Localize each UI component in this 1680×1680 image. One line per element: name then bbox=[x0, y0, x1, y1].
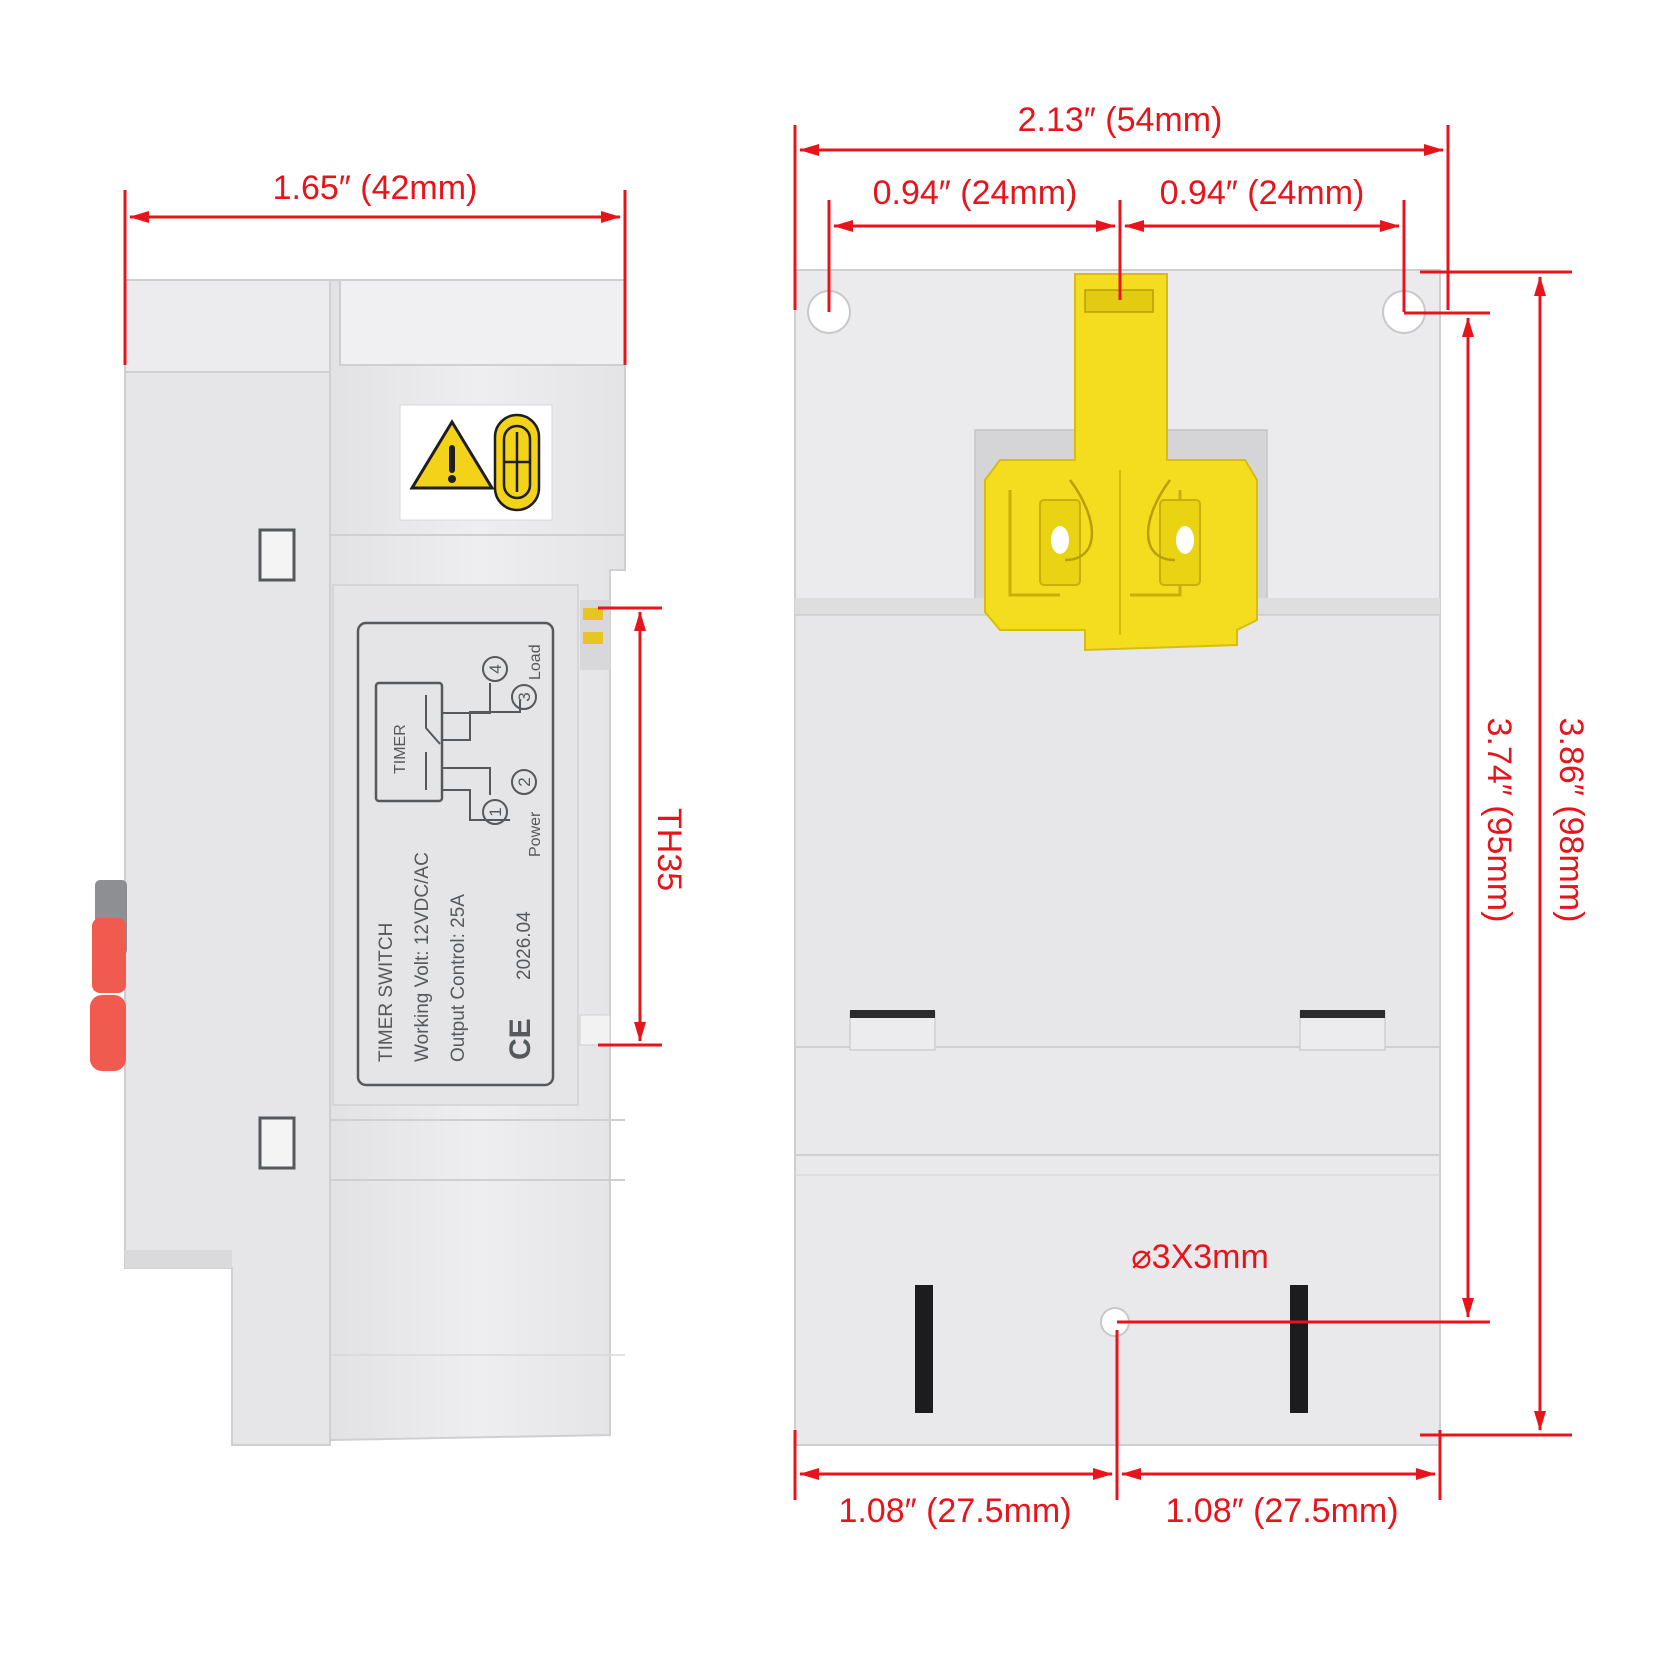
total-width-label: 2.13″ (54mm) bbox=[1018, 101, 1223, 139]
side-buttons[interactable] bbox=[90, 880, 127, 1071]
total-width-dimension: 2.13″ (54mm) bbox=[793, 101, 1450, 310]
svg-text:3: 3 bbox=[515, 692, 534, 701]
hole-size-label: ⌀3X3mm bbox=[1131, 1238, 1269, 1276]
slot-left bbox=[915, 1285, 933, 1413]
bottom-left-spacing-label: 1.08″ (27.5mm) bbox=[838, 1492, 1071, 1530]
fuse-icon bbox=[493, 413, 541, 512]
timer-text: TIMER bbox=[392, 724, 409, 774]
svg-text:2: 2 bbox=[515, 777, 534, 786]
label-date: 2026.04 bbox=[514, 911, 535, 980]
label-output-control: Output Control: 25A bbox=[448, 894, 469, 1062]
terminal-2: 2 bbox=[511, 769, 537, 795]
bottom-right-spacing-label: 1.08″ (27.5mm) bbox=[1165, 1492, 1398, 1530]
device-label: TIMER SWITCH Working Volt: 12VDC/AC Outp… bbox=[356, 621, 555, 1087]
timer-box bbox=[374, 681, 444, 803]
ce-mark: CE bbox=[504, 1018, 537, 1060]
rail-dimension: TH35 bbox=[598, 606, 688, 1047]
terminal-1: 1 bbox=[482, 799, 508, 825]
back-view bbox=[794, 269, 1441, 1446]
total-height-label: 3.86″ (98mm) bbox=[1552, 718, 1590, 923]
rail-label: TH35 bbox=[650, 808, 688, 891]
power-text: Power bbox=[527, 811, 544, 857]
top-spacing-dimensions: 0.94″ (24mm) 0.94″ (24mm) bbox=[827, 174, 1406, 312]
total-height-dimension: 3.86″ (98mm) bbox=[1420, 270, 1590, 1437]
label-working-volt: Working Volt: 12VDC/AC bbox=[412, 852, 433, 1062]
hole-height-dimension: 3.74″ (95mm) bbox=[1117, 311, 1518, 1324]
terminal-4: 4 bbox=[482, 656, 508, 682]
warning-sticker bbox=[399, 404, 553, 521]
side-view: TIMER SWITCH Working Volt: 12VDC/AC Outp… bbox=[90, 279, 626, 1446]
label-title: TIMER SWITCH bbox=[376, 923, 397, 1062]
svg-text:4: 4 bbox=[486, 664, 505, 673]
svg-text:1: 1 bbox=[486, 807, 505, 816]
hole-height-label: 3.74″ (95mm) bbox=[1480, 718, 1518, 923]
bottom-spacing-dimensions: 1.08″ (27.5mm) 1.08″ (27.5mm) bbox=[793, 1330, 1442, 1530]
side-width-label: 1.65″ (42mm) bbox=[273, 169, 478, 207]
top-left-spacing-label: 0.94″ (24mm) bbox=[873, 174, 1078, 212]
side-width-dimension: 1.65″ (42mm) bbox=[123, 169, 627, 365]
din-rail-clip[interactable] bbox=[984, 273, 1258, 652]
slot-right bbox=[1290, 1285, 1308, 1413]
load-text: Load bbox=[527, 644, 544, 680]
top-right-spacing-label: 0.94″ (24mm) bbox=[1160, 174, 1365, 212]
terminal-3: 3 bbox=[511, 684, 537, 710]
